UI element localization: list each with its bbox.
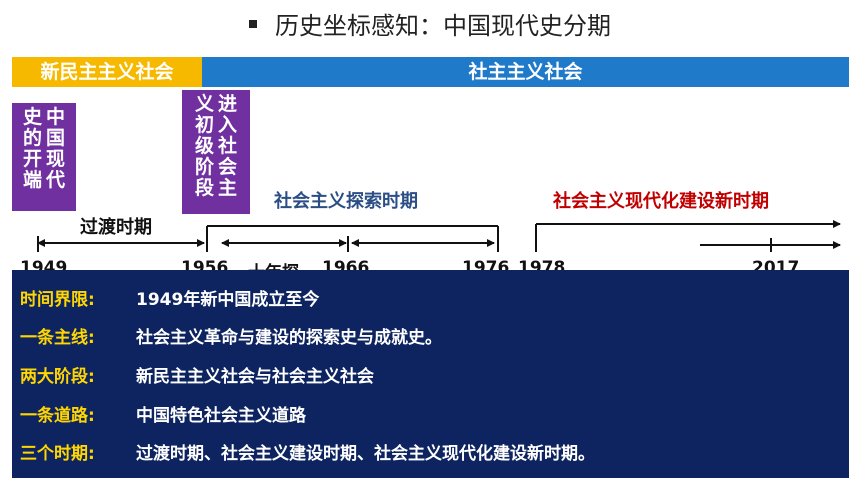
info-row-main-line: 一条主线:社会主义革命与建设的探索史与成就史。 [20, 328, 442, 348]
char: 的 [22, 127, 42, 149]
char: 主 [217, 177, 237, 199]
box-column: 中国现代 [45, 107, 66, 211]
char: 会 [217, 156, 237, 178]
char: 端 [22, 169, 42, 191]
timeline-arrows [37, 220, 841, 252]
char: 史 [22, 106, 42, 128]
info-row-three-periods: 三个时期:过渡时期、社会主义建设时期、社会主义现代化建设新时期。 [20, 444, 595, 464]
modernization-span-arrow [535, 220, 841, 252]
band-socialism: 社主主义社会 [202, 57, 849, 87]
label-exploration-period: 社会主义探索时期 [274, 191, 418, 212]
char: 级 [194, 135, 214, 157]
box-column: 史的开端 [22, 107, 43, 211]
char: 段 [194, 177, 214, 199]
char: 入 [217, 114, 237, 136]
char: 代 [45, 169, 65, 191]
label-modernization-period: 社会主义现代化建设新时期 [553, 191, 769, 212]
box-modern-history-start: 中国现代 史的开端 [12, 103, 76, 211]
info-row-two-stages: 两大阶段:新民主主义社会与社会主义社会 [20, 367, 374, 387]
label-transition-period: 过渡时期 [80, 217, 152, 238]
char: 中 [45, 106, 65, 128]
char: 国 [45, 127, 65, 149]
char: 现 [45, 148, 65, 170]
info-row-time-boundary: 时间界限:1949年新中国成立至今 [20, 290, 320, 310]
char: 阶 [194, 156, 214, 178]
exploration-span-arrow [206, 225, 499, 252]
info-panel: 时间界限:1949年新中国成立至今 一条主线:社会主义革命与建设的探索史与成就史… [12, 270, 849, 478]
transition-span-arrow [37, 236, 205, 252]
char: 开 [22, 148, 42, 170]
box-primary-stage: 进入社会主 义初级阶段 [182, 90, 250, 214]
box-column: 义初级阶段 [194, 94, 215, 214]
char: 进 [217, 93, 237, 115]
char: 义 [194, 93, 214, 115]
square-bullet-icon [249, 20, 257, 28]
info-row-one-road: 一条道路:中国特色社会主义道路 [20, 406, 306, 426]
char: 初 [194, 114, 214, 136]
band-new-democracy: 新民主主义社会 [12, 57, 202, 87]
slide-title: 历史坐标感知：中国现代史分期 [0, 6, 860, 41]
box-column: 进入社会主 [217, 94, 238, 214]
char: 社 [217, 135, 237, 157]
